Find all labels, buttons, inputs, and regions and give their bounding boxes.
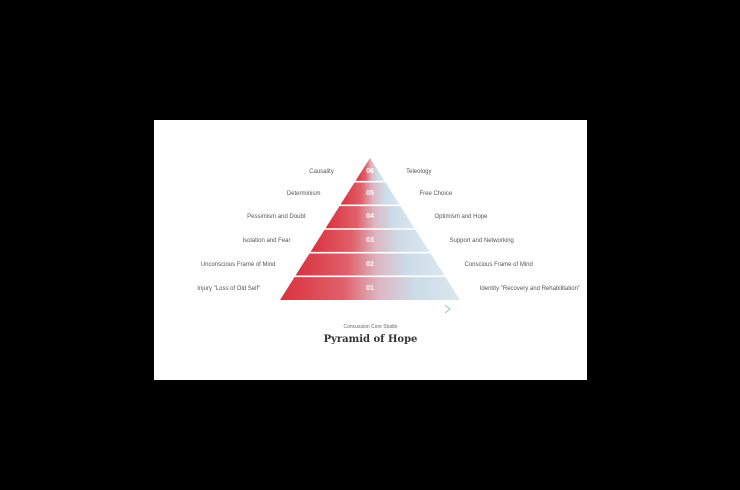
level-right-label-06: Teleology bbox=[406, 169, 432, 176]
level-left-label-05: Determinism bbox=[286, 190, 321, 197]
level-left-label-04: Pessimism and Doubt bbox=[247, 214, 306, 221]
pyramid-level-02 bbox=[295, 253, 445, 276]
level-left-label-01: Injury "Loss of Old Self" bbox=[197, 285, 261, 292]
level-number-03: 03 bbox=[366, 236, 374, 244]
pyramid-card: 06 Causality Teleology 05 Determinism Free Ch… bbox=[154, 120, 587, 380]
pyramid-level-03 bbox=[310, 229, 430, 252]
pyramid-level-01 bbox=[280, 277, 460, 300]
level-right-label-02: Conscious Frame of Mind bbox=[464, 261, 533, 268]
level-number-01: 01 bbox=[366, 284, 374, 292]
level-left-label-06: Causality bbox=[309, 169, 334, 176]
level-right-label-05: Free Choice bbox=[419, 190, 453, 197]
level-number-04: 04 bbox=[366, 213, 374, 221]
level-number-02: 02 bbox=[366, 260, 374, 268]
diagram-subtitle: Concussion Core Studio bbox=[343, 324, 398, 330]
level-right-label-04: Optimism and Hope bbox=[434, 214, 488, 221]
diagram-title: Pyramid of Hope bbox=[323, 334, 418, 345]
level-number-05: 05 bbox=[366, 189, 374, 197]
level-right-label-01: Identity "Recovery and Rehabilitation" bbox=[479, 285, 581, 292]
pyramid-level-05 bbox=[340, 182, 400, 205]
level-left-label-03: Isolation and Fear bbox=[242, 237, 291, 244]
pyramid-level-06 bbox=[355, 158, 385, 181]
progress-arrow bbox=[289, 304, 451, 314]
level-right-label-03: Support and Networking bbox=[449, 237, 514, 244]
arrow-head bbox=[444, 304, 451, 314]
pyramid-diagram bbox=[280, 158, 460, 314]
pyramid-level-04 bbox=[325, 206, 415, 229]
level-number-06: 06 bbox=[366, 168, 374, 176]
level-left-label-02: Unconscious Frame of Mind bbox=[200, 261, 276, 268]
